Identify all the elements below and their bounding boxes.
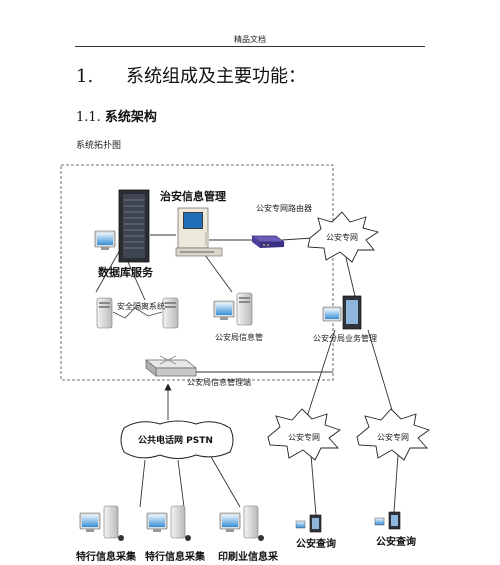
pstn-cloud [120, 420, 234, 459]
section-heading: 1. 系统组成及主要功能： [76, 62, 306, 88]
collect-label-1: 特行信息采集 [76, 550, 137, 563]
bureau-workstation-icon [213, 292, 253, 326]
terminal-switch-icon [145, 355, 197, 377]
intranet-boundary [60, 164, 334, 381]
private-network-cloud-right [356, 408, 430, 461]
branch-mgmt-label: 公安分局业务管理 [313, 333, 377, 343]
isolation-system-icon [96, 297, 179, 329]
cloud-top-label: 公安专网 [326, 232, 358, 242]
cloud-right-label: 公安专网 [377, 432, 409, 442]
section-title: 系统组成及主要功能： [126, 66, 306, 87]
collect-workstation-icon-3 [219, 505, 264, 541]
collect-label-3: 印刷业信息采 [218, 550, 278, 563]
subsection-title: 系统架构 [104, 110, 157, 125]
collect-label-2: 特行信息采集 [145, 550, 206, 563]
router-icon [250, 235, 286, 248]
subsection-number: 1.1. [76, 110, 101, 125]
query-label-2: 公安查询 [376, 535, 416, 548]
monitor-icon [94, 230, 116, 250]
router-label: 公安专网路由器 [256, 203, 312, 213]
private-network-cloud-top [307, 211, 380, 263]
collect-workstation-icon-2 [146, 505, 191, 541]
database-label: 数据库服务 [98, 265, 154, 279]
query-terminal-icon-1 [295, 514, 322, 533]
header-rule [75, 46, 425, 47]
figure-caption: 系统拓扑图 [76, 141, 122, 151]
terminal-label: 公安局信息管理端 [187, 377, 251, 387]
page-header: 精品文档 [234, 35, 266, 44]
branch-server-icon [322, 295, 362, 330]
isolation-label: 安全隔离系统 [117, 301, 165, 311]
cloud-left-label: 公安专网 [288, 432, 320, 442]
pstn-label: 公共电话网 PSTN [138, 434, 213, 446]
management-pc-icon [175, 207, 223, 257]
bureau-mgmt-label: 公安局信息管 [215, 332, 263, 342]
database-server-icon [118, 189, 150, 263]
management-label: 治安信息管理 [160, 189, 226, 203]
query-label-1: 公安查询 [296, 537, 336, 550]
connection-lines [95, 234, 399, 516]
collect-workstation-icon-1 [79, 505, 124, 541]
query-terminal-icon-2 [374, 511, 401, 530]
private-network-cloud-left [267, 408, 341, 461]
section-number: 1. [76, 66, 94, 87]
subsection-heading: 1.1.系统架构 [76, 106, 157, 125]
